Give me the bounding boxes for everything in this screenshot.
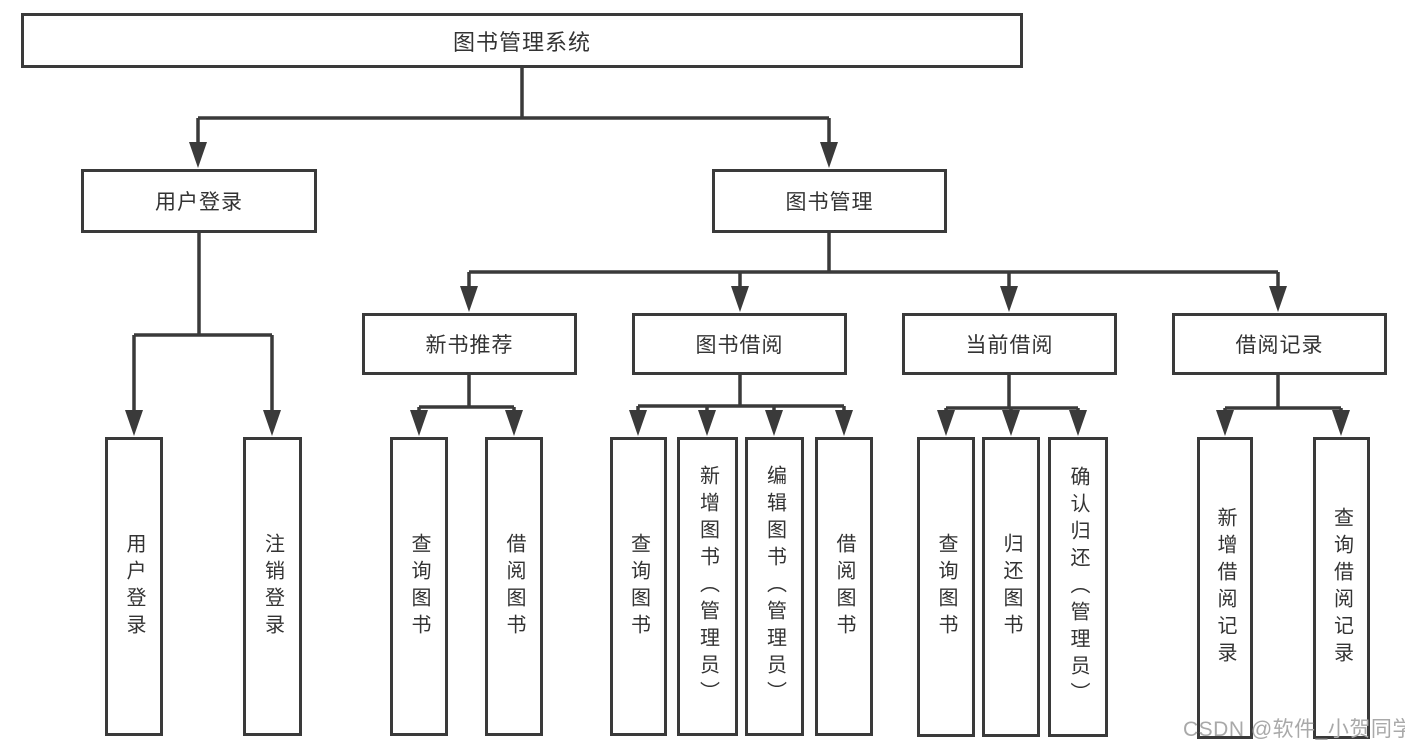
arrow-down-icon (1069, 410, 1087, 436)
arrow-down-icon (1216, 410, 1234, 436)
connector-book-borrowing-children (629, 374, 853, 436)
arrow-down-icon (189, 142, 207, 168)
leaf-query-books-borrowing: 查询图书 (610, 437, 667, 736)
connector-new-book-recommend-children (410, 374, 523, 436)
arrow-down-icon (125, 410, 143, 436)
arrow-down-icon (765, 410, 783, 436)
leaf-query-borrow-record: 查询借阅记录 (1313, 437, 1370, 739)
arrow-down-icon (263, 410, 281, 436)
node-user-login: 用户登录 (81, 169, 317, 233)
leaf-query-books-recommend: 查询图书 (390, 437, 448, 736)
connector-root-to-level2 (189, 68, 838, 168)
leaf-borrow-books-recommend: 借阅图书 (485, 437, 543, 736)
arrow-down-icon (410, 410, 428, 436)
node-new-book-recommend: 新书推荐 (362, 313, 577, 375)
connector-book-management-children (460, 232, 1287, 312)
arrow-down-icon (629, 410, 647, 436)
arrow-down-icon (1269, 286, 1287, 312)
node-book-management: 图书管理 (712, 169, 947, 233)
arrow-down-icon (698, 410, 716, 436)
leaf-query-books-current: 查询图书 (917, 437, 975, 737)
arrow-down-icon (505, 410, 523, 436)
connector-user-login-children (125, 232, 281, 436)
leaf-confirm-return-admin: 确认归还（管理员） (1048, 437, 1108, 737)
leaf-add-books-admin: 新增图书（管理员） (677, 437, 738, 736)
leaf-logout: 注销登录 (243, 437, 302, 736)
arrow-down-icon (1000, 286, 1018, 312)
leaf-borrow-books: 借阅图书 (815, 437, 873, 736)
connector-borrowing-records-children (1216, 374, 1350, 436)
arrow-down-icon (1002, 410, 1020, 436)
csdn-watermark: CSDN @软件_小贺同学 (1183, 718, 1405, 741)
arrow-down-icon (835, 410, 853, 436)
node-book-borrowing: 图书借阅 (632, 313, 847, 375)
node-borrowing-records: 借阅记录 (1172, 313, 1387, 375)
arrow-down-icon (820, 142, 838, 168)
arrow-down-icon (460, 286, 478, 312)
leaf-user-login: 用户登录 (105, 437, 163, 736)
arrow-down-icon (731, 286, 749, 312)
arrow-down-icon (937, 410, 955, 436)
connector-current-borrowing-children (937, 374, 1087, 436)
leaf-return-books: 归还图书 (982, 437, 1040, 737)
leaf-edit-books-admin: 编辑图书（管理员） (745, 437, 804, 736)
leaf-add-borrow-record: 新增借阅记录 (1197, 437, 1253, 739)
node-library-management-system: 图书管理系统 (21, 13, 1023, 68)
node-current-borrowing: 当前借阅 (902, 313, 1117, 375)
arrow-down-icon (1332, 410, 1350, 436)
